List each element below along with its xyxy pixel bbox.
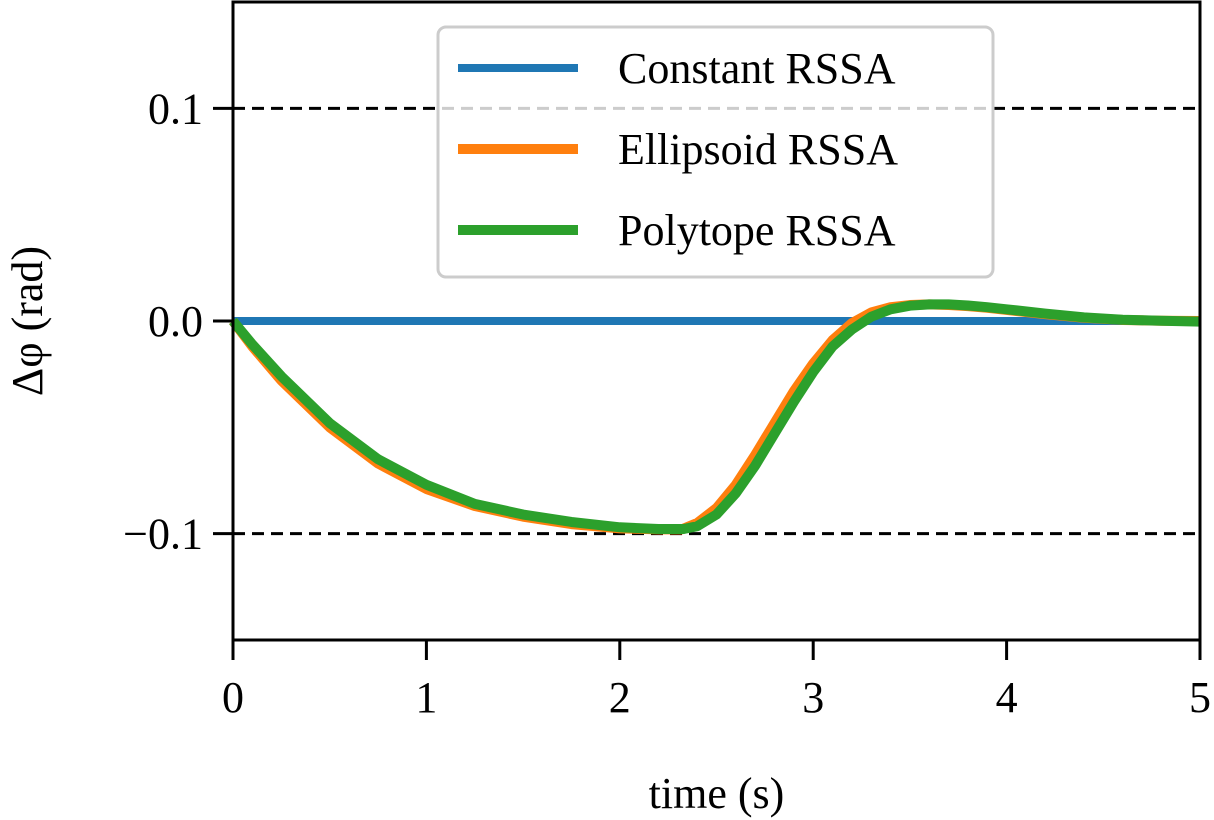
x-tick-label-1: 1 xyxy=(415,673,437,722)
x-tick-label-0: 0 xyxy=(222,673,244,722)
x-tick-label-2: 2 xyxy=(609,673,631,722)
x-tick-label-3: 3 xyxy=(802,673,824,722)
series-lines xyxy=(229,299,1201,535)
y-tick-label-2: 0.1 xyxy=(148,84,203,133)
legend-label-2: Polytope RSSA xyxy=(618,206,896,255)
series-line-2 xyxy=(229,299,1201,534)
x-axis-label: time (s) xyxy=(649,769,785,818)
legend: Constant RSSA Ellipsoid RSSA Polytope RSSA xyxy=(436,25,995,279)
legend-label-0: Constant RSSA xyxy=(618,44,896,93)
y-tick-label-0: −0.1 xyxy=(123,510,203,559)
plot-area: 0 1 2 3 4 5 −0.1 0.0 0.1 xyxy=(123,0,1211,722)
x-tick-label-4: 4 xyxy=(996,673,1018,722)
series-line-1 xyxy=(229,299,1201,535)
legend-label-1: Ellipsoid RSSA xyxy=(618,125,898,174)
x-tick-label-5: 5 xyxy=(1189,673,1211,722)
y-axis-label: Δφ (rad) xyxy=(3,246,52,396)
legend-box xyxy=(436,25,995,279)
legend-items: Constant RSSA Ellipsoid RSSA Polytope RSSA xyxy=(458,44,898,255)
axis-ticks: 0 1 2 3 4 5 −0.1 0.0 0.1 xyxy=(123,84,1211,722)
y-tick-label-1: 0.0 xyxy=(148,297,203,346)
